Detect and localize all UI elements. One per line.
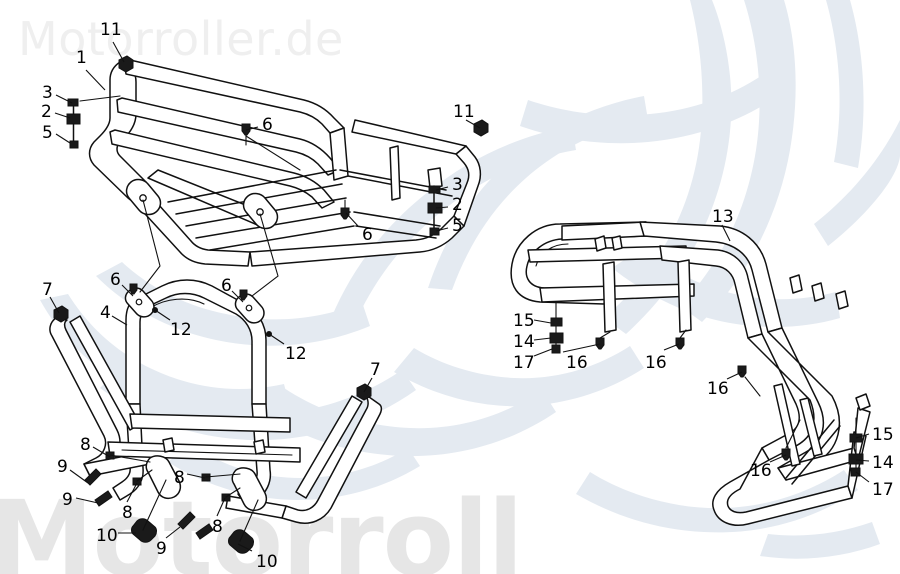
callout-number-2: 2 [452, 195, 463, 215]
callout-number-16: 16 [750, 461, 772, 481]
callout-number-6: 6 [110, 270, 121, 290]
callout-number-15: 15 [872, 425, 894, 445]
callout-number-13: 13 [712, 207, 734, 227]
callout-number-5: 5 [452, 216, 463, 236]
callout-number-15: 15 [513, 311, 535, 331]
callout-number-8: 8 [212, 517, 223, 537]
callout-number-12: 12 [285, 344, 307, 364]
assembly-rear-carrier-rack [510, 221, 871, 526]
callout-number-17: 17 [513, 353, 535, 373]
callout-number-6: 6 [262, 115, 273, 135]
callout-number-1: 1 [76, 48, 87, 68]
callout-number-14: 14 [513, 332, 535, 352]
callout-number-3: 3 [42, 83, 53, 103]
callout-number-8: 8 [80, 435, 91, 455]
callout-number-16: 16 [707, 379, 729, 399]
callout-number-8: 8 [174, 468, 185, 488]
callout-number-9: 9 [62, 490, 73, 510]
callout-number-14: 14 [872, 453, 894, 473]
callout-number-11: 11 [453, 102, 475, 122]
callout-number-16: 16 [645, 353, 667, 373]
callout-number-4: 4 [100, 303, 111, 323]
assembly-front-protection-bar [49, 199, 383, 554]
callout-number-5: 5 [42, 123, 53, 143]
callout-number-9: 9 [156, 539, 167, 559]
callout-number-10: 10 [256, 552, 278, 572]
callout-number-3: 3 [452, 175, 463, 195]
callout-number-6: 6 [221, 276, 232, 296]
callout-number-7: 7 [42, 280, 53, 300]
callout-number-7: 7 [370, 360, 381, 380]
callout-number-6: 6 [362, 225, 373, 245]
callout-number-11: 11 [100, 20, 122, 40]
watermark-top: Motorroller.de [18, 12, 344, 66]
callout-number-12: 12 [170, 320, 192, 340]
callout-number-10: 10 [96, 526, 118, 546]
callout-number-16: 16 [566, 353, 588, 373]
assembly-front-carrier-rack [66, 55, 489, 267]
callout-number-8: 8 [122, 503, 133, 523]
callout-number-2: 2 [41, 102, 52, 122]
callout-number-9: 9 [57, 457, 68, 477]
callout-number-17: 17 [872, 480, 894, 500]
